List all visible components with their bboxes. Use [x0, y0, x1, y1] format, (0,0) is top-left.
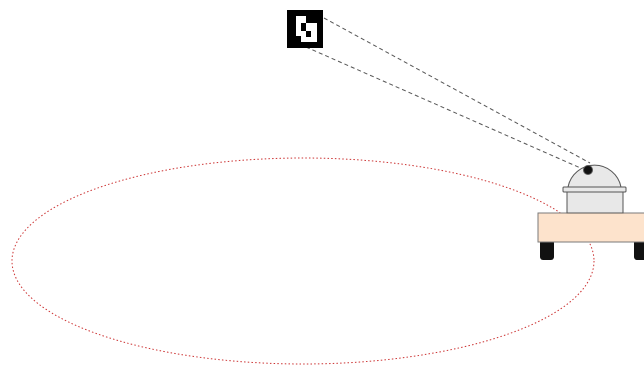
- sensor-base: [567, 191, 623, 213]
- robot-body: [538, 213, 644, 242]
- camera-dome-icon: [568, 165, 621, 187]
- wheel-left-icon: [540, 240, 554, 260]
- sight-line-lower: [306, 47, 585, 170]
- camera-lens-icon: [584, 166, 593, 175]
- sensor-rim: [563, 187, 626, 192]
- sight-line-upper: [324, 18, 590, 163]
- fiducial-marker-icon: [287, 10, 323, 48]
- trajectory-ellipse: [12, 158, 594, 364]
- robot-vehicle-icon: [538, 165, 644, 260]
- wheel-right-icon: [634, 240, 644, 260]
